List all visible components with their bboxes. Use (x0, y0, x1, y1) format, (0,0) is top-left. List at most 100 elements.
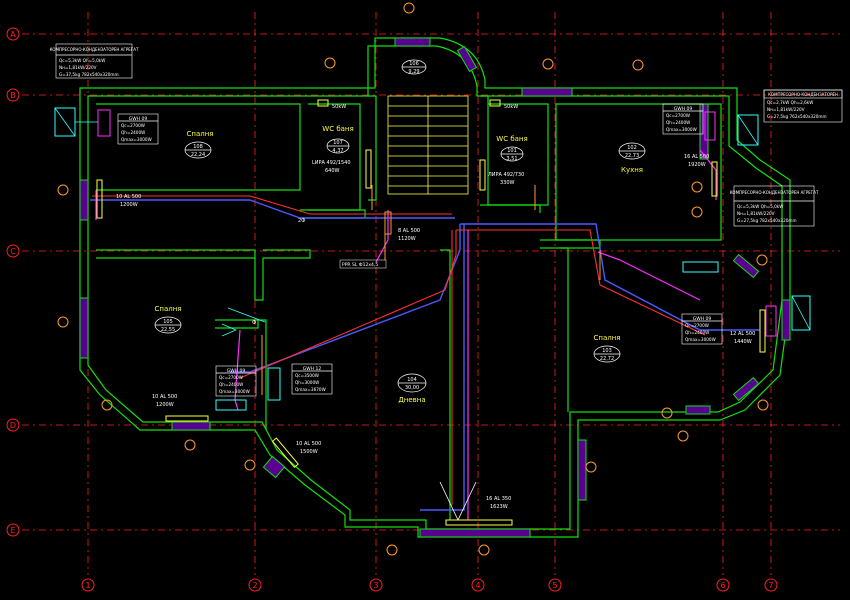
svg-text:GWH 09: GWH 09 (674, 106, 693, 112)
stairs (387, 95, 469, 195)
svg-text:Nн=1,81kW/220V: Nн=1,81kW/220V (767, 107, 805, 112)
svg-text:22,55: 22,55 (161, 327, 175, 333)
svg-text:103: 103 (602, 348, 612, 354)
small-tag-b: Ф (252, 320, 257, 326)
svg-text:22,73: 22,73 (625, 153, 639, 159)
radiator-label-stair: 8 AL 500 1120W (398, 228, 420, 242)
indoor-unit-spec-103: GWH 09 Qc=2700W Qh=2400W Qmax=3000W (681, 313, 723, 345)
svg-text:Qh=2400W: Qh=2400W (685, 330, 709, 335)
room-104: 104 30,00 Дневна (397, 373, 427, 404)
svg-text:1920W: 1920W (688, 162, 706, 168)
wall-fill-segments (79, 37, 791, 538)
svg-text:Ф: Ф (252, 320, 257, 326)
axis-bubbles: A B C D E 1 2 3 4 5 6 7 (6, 27, 778, 592)
radiator-label-108: 10 AL 500 1200W (116, 194, 141, 208)
svg-text:Qh=2400W: Qh=2400W (121, 130, 145, 135)
svg-text:104: 104 (407, 377, 417, 383)
towel-heater-107: 50kW (317, 99, 346, 110)
room-108: Спалня 108 22,24 (184, 130, 214, 159)
svg-text:50kW: 50kW (332, 104, 346, 110)
axis-col-4: 4 (471, 578, 485, 592)
axis-row-c: C (6, 244, 20, 258)
svg-text:Кухня: Кухня (621, 166, 643, 174)
svg-text:50kW: 50kW (504, 104, 518, 110)
svg-text:Спалня: Спалня (593, 334, 620, 342)
condenser-unit-symbol-left (54, 107, 111, 137)
svg-text:Спалня: Спалня (186, 130, 213, 138)
svg-text:Qc=2700W: Qc=2700W (121, 123, 145, 128)
svg-text:1440W: 1440W (734, 339, 752, 345)
condenser-unit-symbol-right-top (704, 111, 759, 146)
svg-text:ЛИРА 492/730: ЛИРА 492/730 (488, 172, 524, 178)
svg-text:10 AL 500: 10 AL 500 (296, 441, 321, 447)
radiator-label-101: ЛИРА 492/730 330W (488, 172, 524, 186)
svg-text:101: 101 (507, 148, 517, 154)
pipe-label: PPR SL Ф12x4,5 (339, 259, 387, 269)
svg-text:Qmax=3000W: Qmax=3000W (666, 127, 697, 132)
indoor-unit-symbol-top (215, 261, 719, 411)
room-103: Спалня 103 22,72 (593, 334, 621, 363)
radiator-symbols (96, 149, 766, 526)
condenser-spec-top-left: КОМПРЕСОРНО-КОНДЕНЗАТОРЕН АГРЕГАТ Qc=5,3… (50, 43, 139, 79)
svg-text:1200W: 1200W (156, 402, 174, 408)
svg-text:Nн=1,81kW/220V: Nн=1,81kW/220V (59, 65, 97, 70)
radiator-label-107: LИРА 492/1540 640W (312, 160, 351, 174)
axis-row-a: A (6, 27, 20, 41)
exterior-walls (79, 37, 791, 538)
marker-bubbles (57, 2, 769, 556)
axis-col-7: 7 (764, 578, 778, 592)
radiator-label-102: 16 AL 500 1920W (684, 154, 709, 168)
svg-text:2: 2 (252, 581, 257, 590)
axis-col-3: 3 (369, 578, 383, 592)
axis-col-2: 2 (248, 578, 262, 592)
svg-text:3: 3 (373, 581, 378, 590)
svg-text:B: B (10, 91, 16, 100)
axis-row-d: D (6, 418, 20, 432)
svg-text:5: 5 (552, 581, 557, 590)
radiator-label-104-west: 10 AL 500 1500W (296, 441, 321, 455)
svg-text:3,51: 3,51 (506, 156, 517, 162)
svg-text:1120W: 1120W (398, 236, 416, 242)
axis-col-1: 1 (81, 578, 95, 592)
svg-text:Qc=3500W: Qc=3500W (295, 373, 319, 378)
svg-text:GWH 09: GWH 09 (693, 316, 712, 322)
svg-text:Спалня: Спалня (154, 305, 181, 313)
svg-text:G=27,5kg 762x540x320mm: G=27,5kg 762x540x320mm (767, 114, 827, 119)
svg-text:Nн=1,81kW/220V: Nн=1,81kW/220V (737, 211, 775, 216)
svg-text:PPR SL Ф12x4,5: PPR SL Ф12x4,5 (342, 262, 378, 268)
svg-text:2Ф: 2Ф (298, 218, 306, 224)
svg-text:Qh=2400W: Qh=2400W (219, 382, 243, 387)
svg-text:4,37: 4,37 (332, 148, 343, 154)
duct-lines (221, 307, 477, 521)
svg-text:Qmax=3000W: Qmax=3000W (685, 337, 716, 342)
svg-text:КОМПРЕСОРНО-КОНДЕНЗАТОРЕН АГРЕ: КОМПРЕСОРНО-КОНДЕНЗАТОРЕН АГРЕГАТ (50, 47, 139, 52)
svg-text:22,72: 22,72 (600, 356, 614, 362)
svg-text:Qc=2,7kW Qh=2,6kW: Qc=2,7kW Qh=2,6kW (767, 100, 813, 105)
room-102: 102 22,73 Кухня (618, 142, 646, 174)
svg-text:9,29: 9,29 (408, 69, 419, 75)
room-106: 106 9,29 (401, 59, 427, 75)
svg-text:Qc=2700W: Qc=2700W (685, 323, 709, 328)
svg-text:Qmax=3670W: Qmax=3670W (295, 387, 326, 392)
svg-text:GWH 12: GWH 12 (303, 366, 322, 372)
svg-text:16 AL 500: 16 AL 500 (684, 154, 709, 160)
condenser-spec-top-right: КОМПРЕСОРНО-КОНДЕНЗАТОРЕН Qc=2,7kW Qh=2,… (763, 89, 843, 123)
svg-text:Дневна: Дневна (398, 396, 425, 404)
svg-text:WC баня: WC баня (322, 125, 353, 133)
svg-text:Qc=2700W: Qc=2700W (219, 375, 243, 380)
indoor-unit-spec-105: GWH 09 Qc=2700W Qh=2400W Qmax=3000W (215, 365, 257, 397)
svg-text:Qc=2700W: Qc=2700W (666, 113, 690, 118)
room-107: WC баня 107 4,37 (322, 125, 353, 154)
svg-text:108: 108 (193, 144, 203, 150)
svg-text:E: E (10, 526, 15, 535)
svg-text:WC баня: WC баня (496, 135, 527, 143)
svg-text:Qh=2400W: Qh=2400W (666, 120, 690, 125)
svg-text:10 AL 500: 10 AL 500 (116, 194, 141, 200)
svg-text:106: 106 (409, 61, 419, 67)
svg-text:Qmax=3000W: Qmax=3000W (219, 389, 250, 394)
axis-col-5: 5 (548, 578, 562, 592)
indoor-unit-spec-104: GWH 12 Qc=3500W Qh=3000W Qmax=3670W (291, 363, 333, 395)
svg-text:Qc=5,3kW Qh=5,0kW: Qc=5,3kW Qh=5,0kW (737, 204, 783, 209)
room-105: Спалня 105 22,55 (154, 305, 182, 334)
indoor-unit-spec-102: GWH 09 Qc=2700W Qh=2400W Qmax=3000W (662, 103, 704, 135)
